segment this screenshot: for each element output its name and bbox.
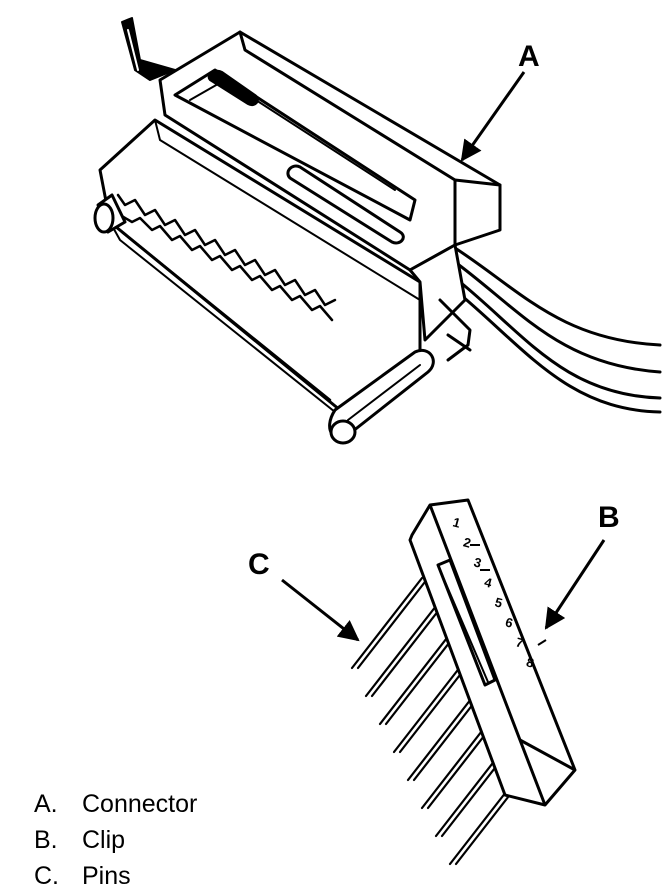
clip-pin-numbers: 12 34 56 78 [451, 514, 535, 670]
connector-wires [453, 246, 662, 414]
legend: A. Connector B. Clip C. Pins [34, 786, 197, 894]
pin-line [378, 632, 452, 726]
legend-key: C. [34, 862, 59, 890]
pin-number: 3 [472, 554, 483, 570]
pin-line [356, 576, 430, 670]
clip-illustration [408, 498, 577, 807]
pin-line [398, 660, 472, 754]
callout-b: B [598, 501, 620, 534]
connector-slot-1 [207, 69, 259, 106]
callout-c: C [248, 548, 270, 581]
pin-line [364, 604, 438, 698]
pin-number: 7 [514, 634, 525, 650]
pin-number: 6 [504, 614, 515, 630]
pin-line [406, 688, 480, 782]
legend-key: B. [34, 826, 58, 854]
connector-slot-2 [286, 164, 405, 245]
callout-c-arrow [281, 578, 360, 642]
connector-terminals [116, 193, 337, 402]
pin-line [350, 576, 424, 670]
legend-label: Connector [82, 790, 198, 818]
clip-channel [436, 558, 497, 687]
pin-line [392, 660, 466, 754]
pin-number: 8 [525, 654, 536, 670]
pin-number: 5 [493, 594, 504, 610]
pin-line [370, 604, 444, 698]
callout-a: A [518, 40, 540, 73]
callout-a-arrow [460, 71, 526, 162]
legend-item-c: C. Pins [34, 858, 197, 894]
legend-label: Pins [82, 862, 131, 890]
pin-number: 2 [462, 534, 473, 550]
pin-number: 1 [451, 514, 462, 530]
connector-latch [121, 17, 176, 81]
connector-illustration [93, 17, 662, 445]
pin-number: 4 [483, 574, 495, 591]
legend-item-a: A. Connector [34, 786, 197, 822]
callout-b-arrow [544, 539, 606, 630]
legend-label: Clip [82, 826, 126, 854]
legend-key: A. [34, 790, 58, 818]
legend-item-b: B. Clip [34, 822, 197, 858]
pin-line [384, 632, 458, 726]
